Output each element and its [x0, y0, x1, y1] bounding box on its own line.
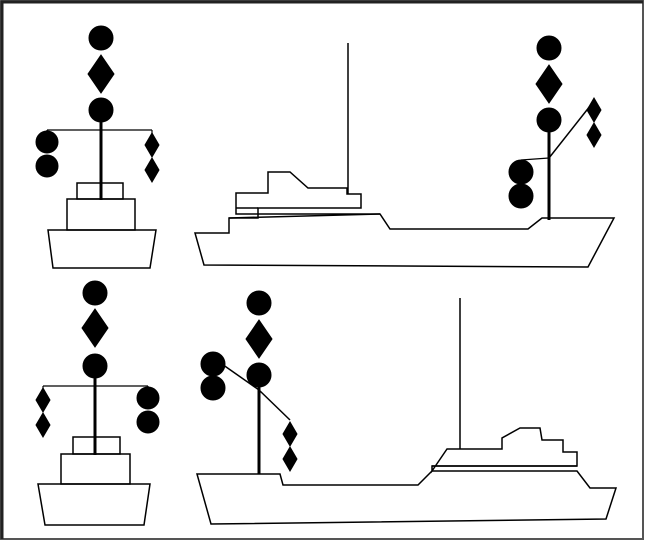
ball-shape — [35, 154, 59, 178]
bottom-side-view-vessel — [196, 427, 618, 525]
top-front-view-signals — [35, 25, 160, 200]
top-side-view-vessel — [194, 171, 616, 268]
ball-shape — [88, 25, 114, 51]
ball-shape — [536, 107, 562, 133]
diamond-shape — [586, 97, 602, 123]
ball-shape — [88, 97, 114, 123]
ball-shape — [508, 183, 534, 209]
deck-line — [228, 213, 381, 219]
ball-shape — [136, 410, 160, 434]
ball-shape — [508, 159, 534, 185]
derrick-boom — [548, 100, 595, 159]
ball-shape — [82, 280, 108, 306]
ball-shape — [246, 290, 272, 316]
ball-shape — [200, 375, 226, 401]
diamond-shape — [282, 446, 298, 472]
diamond-shape — [586, 122, 602, 148]
diamond-shape — [81, 308, 109, 348]
ball-shape — [136, 386, 160, 410]
top-side-view-signals — [508, 35, 602, 220]
deckhouse — [235, 171, 362, 215]
diamond-shape — [144, 157, 160, 183]
diamond-shape — [282, 421, 298, 447]
ball-shape — [82, 353, 108, 379]
diamond-shape — [35, 387, 51, 413]
diamond-shape — [35, 412, 51, 438]
passable-hoist-line — [258, 389, 291, 421]
diamond-shape — [87, 54, 115, 94]
hull — [196, 470, 618, 525]
obstructed-hoist-line — [520, 157, 550, 161]
bottom-side-view-signals — [200, 290, 298, 474]
ball-shape — [35, 130, 59, 154]
diamond-shape — [245, 319, 273, 359]
diamond-shape — [535, 64, 563, 104]
ball-shape — [536, 35, 562, 61]
ball-shape — [246, 362, 272, 388]
diamond-shape — [144, 132, 160, 158]
ball-shape — [200, 351, 226, 377]
bottom-front-view-signals — [35, 280, 160, 455]
